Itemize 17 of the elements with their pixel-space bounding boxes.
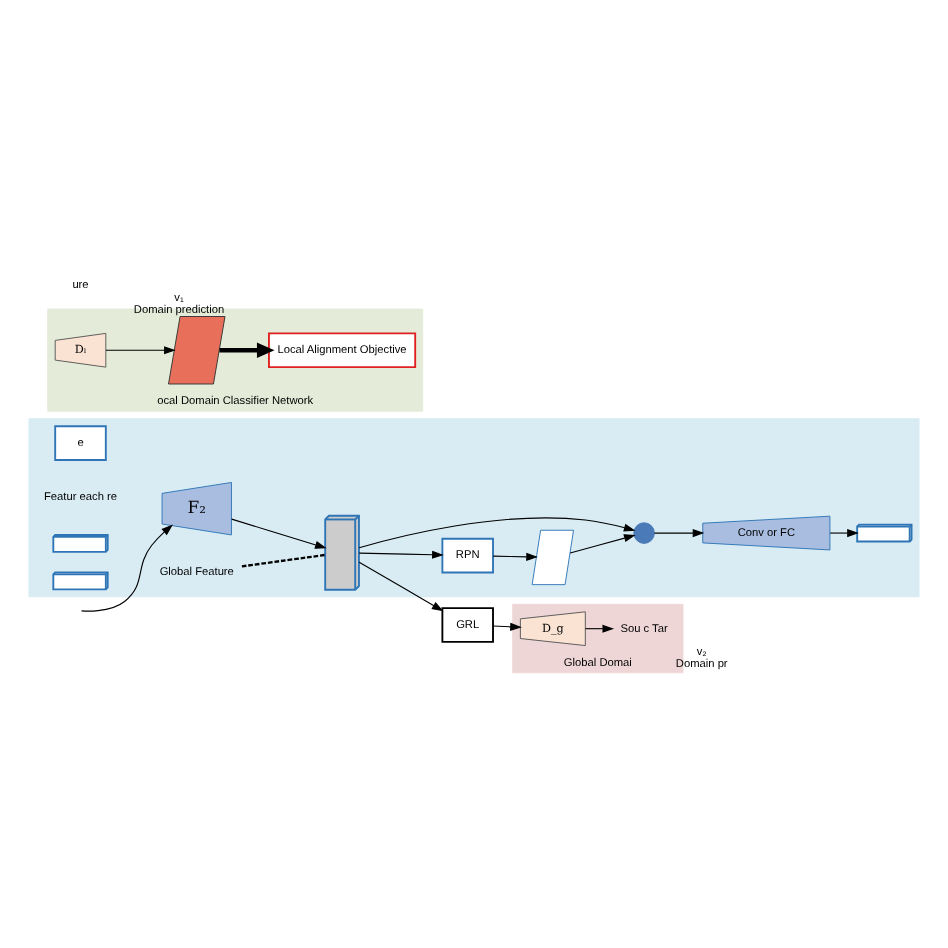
arrow [492, 622, 522, 631]
arrow [358, 550, 444, 559]
arrow [105, 346, 176, 355]
node-grid [168, 316, 226, 385]
arrow [231, 518, 327, 549]
arrow [219, 342, 275, 358]
node-circle [633, 522, 655, 544]
connector [241, 553, 326, 568]
arrow [653, 529, 705, 538]
arrow [358, 561, 444, 612]
arrow [569, 534, 636, 554]
arrow [492, 552, 538, 561]
arrow [358, 517, 636, 549]
cluster [28, 418, 920, 598]
picture [531, 529, 574, 586]
arrow [829, 529, 859, 538]
arrow [80, 524, 173, 612]
